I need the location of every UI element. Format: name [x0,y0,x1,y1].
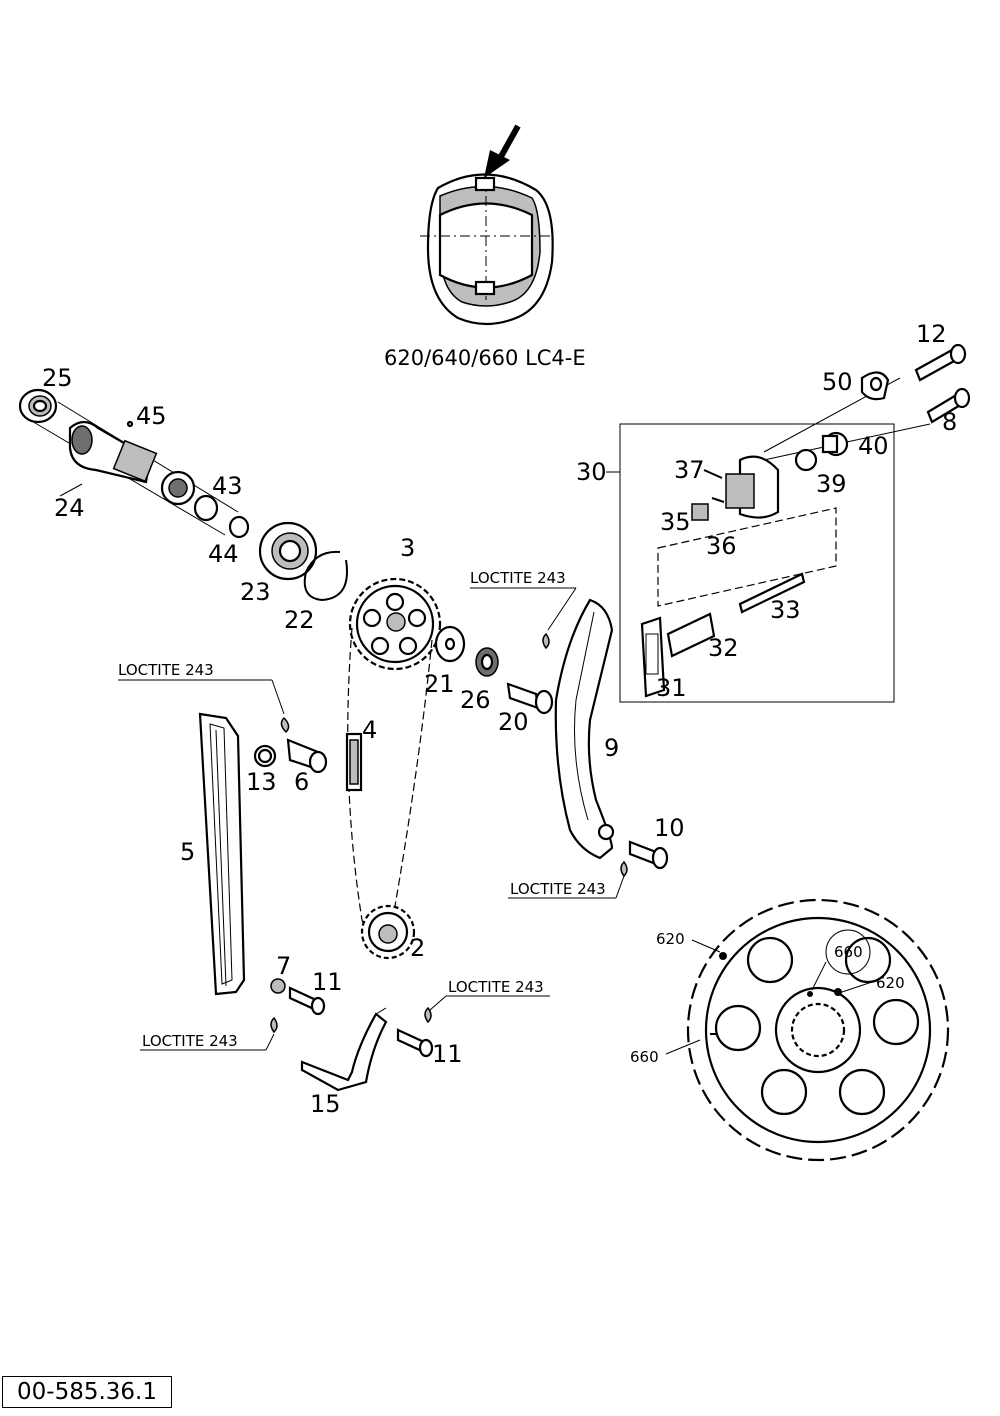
clip-50 [860,371,890,401]
callout: 23 [240,578,271,606]
tensioner-box [606,377,931,703]
inset-caption: 620/640/660 LC4-E [384,346,586,370]
guide-bracket-15 [300,1007,388,1092]
callout: 50 [822,368,853,396]
loctite-label: LOCTITE 243 [118,661,214,679]
callout: 44 [208,540,239,568]
callout: 36 [706,532,737,560]
callout-numbers: 25 45 24 43 44 23 22 3 21 26 20 4 13 6 5… [42,320,957,1118]
loctite-labels: LOCTITE 243 LOCTITE 243 LOCTITE 243 LOCT… [118,569,606,1050]
callout: 43 [212,472,243,500]
callout: 7 [276,952,291,980]
callout: 4 [362,716,377,744]
timing-chain [345,627,433,949]
bolt-12 [914,343,967,382]
callout: 9 [604,734,619,762]
callout: 31 [656,674,687,702]
leader-lines [118,587,873,1055]
callout: 30 [576,458,607,486]
inset-cam-lobe [420,173,554,326]
pivot-bolt-6 [253,716,328,774]
callout: 45 [136,402,167,430]
callout: 15 [310,1090,341,1118]
crankshaft-sprocket [360,904,416,960]
document-id: 00-585.36.1 [2,1376,172,1408]
chain-guide-rail [198,712,246,996]
callout: 37 [674,456,705,484]
loctite-label: LOCTITE 243 [448,978,544,996]
callout: 2 [410,934,425,962]
callout: 40 [858,432,889,460]
inset-arrow [484,124,521,178]
sprocket-marking: 620 [656,930,685,948]
callout: 39 [816,470,847,498]
camshaft-assembly [18,388,348,602]
callout: 11 [432,1040,463,1068]
bolts-11 [270,978,434,1058]
callout: 35 [660,508,691,536]
sprocket-detail [686,898,950,1162]
callout: 10 [654,814,685,842]
callout: 24 [54,494,85,522]
sprocket-marking: 620 [876,974,905,992]
bolt-10 [620,840,669,878]
callout: 13 [246,768,277,796]
callout: 33 [770,596,801,624]
camshaft-sprocket [348,577,442,671]
callout: 22 [284,606,315,634]
callout: 5 [180,838,195,866]
bolt-20 [506,632,554,715]
sprocket-marking: 660 [630,1048,659,1066]
tensioner-rail [554,598,615,860]
sprocket-marking: 660 [834,943,863,961]
loctite-label: LOCTITE 243 [470,569,566,587]
callout: 6 [294,768,309,796]
sprocket-marking-labels: 620 660 620 660 [630,929,905,1066]
callout: 3 [400,534,415,562]
loctite-label: LOCTITE 243 [510,880,606,898]
callout: 21 [424,670,455,698]
callout: 11 [312,968,343,996]
loctite-label: LOCTITE 243 [142,1032,238,1050]
callout: 8 [942,408,957,436]
bolt-8 [926,387,971,424]
callout: 12 [916,320,947,348]
callout: 25 [42,364,73,392]
callout: 32 [708,634,739,662]
callout: 26 [460,686,491,714]
callout: 20 [498,708,529,736]
